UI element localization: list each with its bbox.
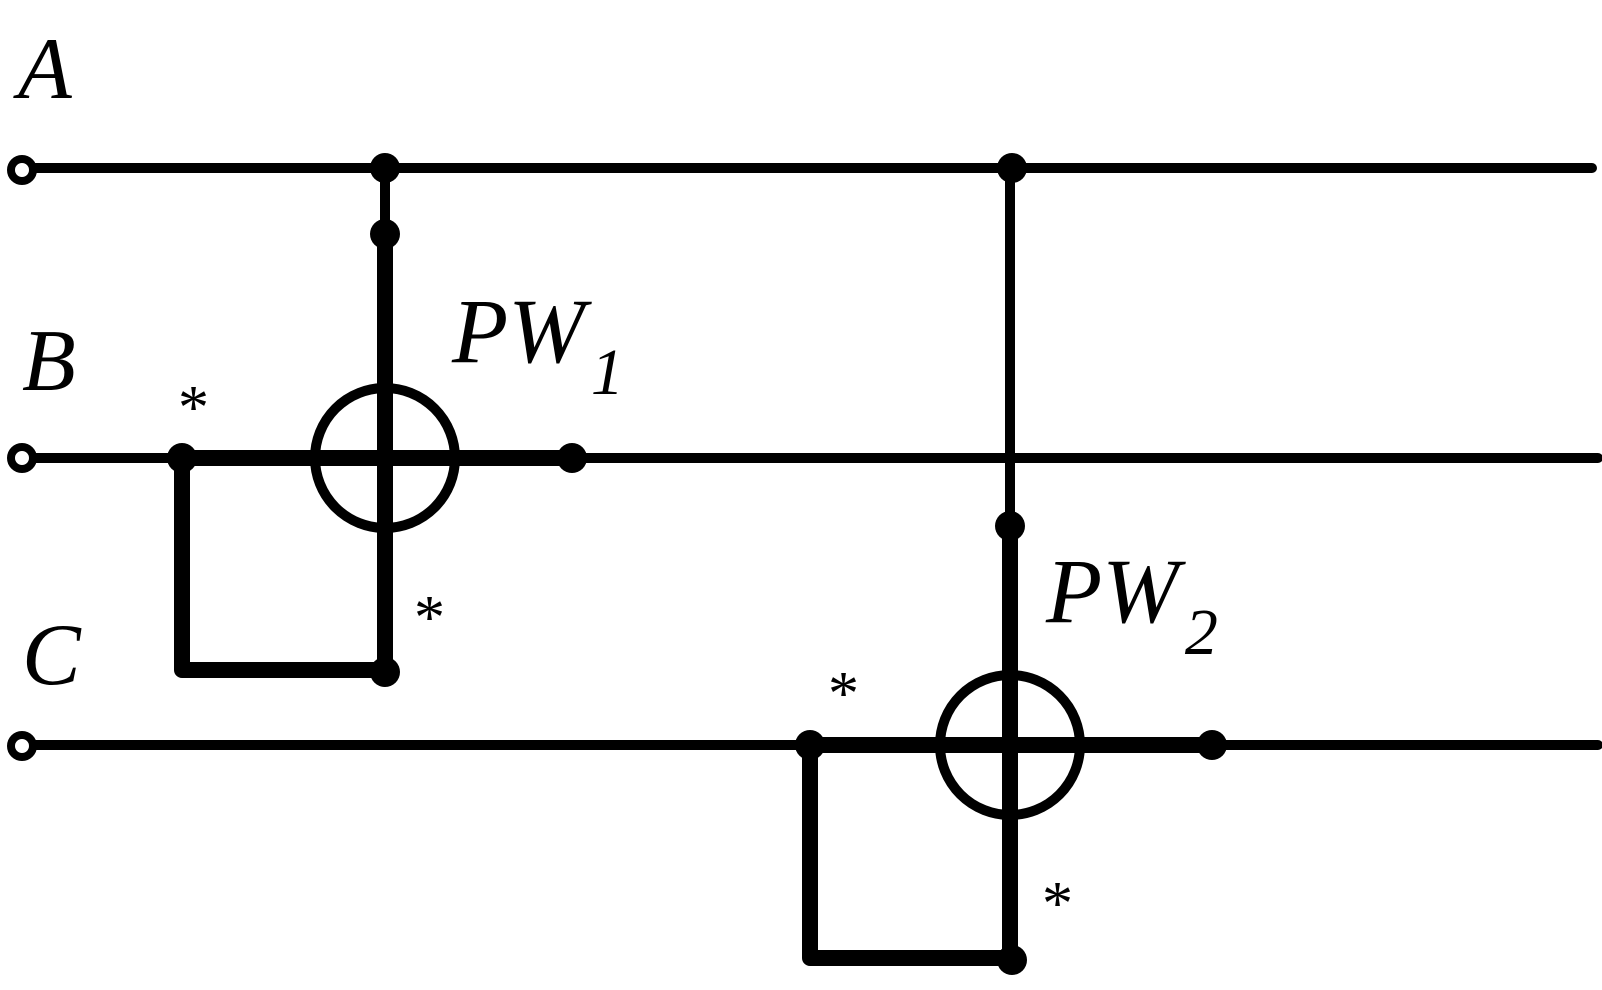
pw1-meter-circle (310, 383, 460, 533)
pw1-node-current-in (167, 443, 197, 473)
pw1-label-prefix: PW (451, 280, 592, 382)
pw1-node-phase-a (370, 153, 400, 183)
pw1-return-loop (174, 458, 385, 678)
pw1-node-current-out (557, 443, 587, 473)
pw1-label-subscript: 1 (591, 336, 624, 409)
pw1-node-voltage-bottom (370, 657, 400, 687)
pw2-node-current-out (1197, 730, 1227, 760)
pw2-node-phase-a (997, 153, 1027, 183)
pw1-node-voltage-top (370, 219, 400, 249)
phase-a-label: A (13, 21, 73, 118)
pw2-label-prefix: PW (1045, 540, 1186, 642)
pw1-label: PW1 (451, 280, 624, 409)
pw2-label: PW2 (1045, 540, 1218, 669)
phase-a-terminal (7, 155, 37, 185)
phase-c-terminal (7, 731, 37, 761)
wattmeter-pw2: * * PW2 (795, 153, 1227, 975)
pw2-node-current-in (795, 730, 825, 760)
wattmeter-pw1: * * PW1 (167, 153, 624, 687)
phase-c-label: C (22, 607, 82, 704)
pw2-label-subscript: 2 (1185, 596, 1218, 669)
phase-b-terminal (7, 443, 37, 473)
pw2-current-polarity-mark: * (828, 660, 859, 728)
pw1-voltage-polarity-mark: * (414, 584, 445, 652)
pw2-node-voltage-bottom (997, 945, 1027, 975)
phase-b-label: B (22, 313, 76, 410)
pw2-voltage-polarity-mark: * (1042, 870, 1073, 938)
pw1-current-polarity-mark: * (178, 374, 209, 442)
pw2-return-loop (802, 745, 1010, 966)
pw2-node-voltage-top (995, 511, 1025, 541)
pw2-meter-circle (935, 670, 1085, 820)
